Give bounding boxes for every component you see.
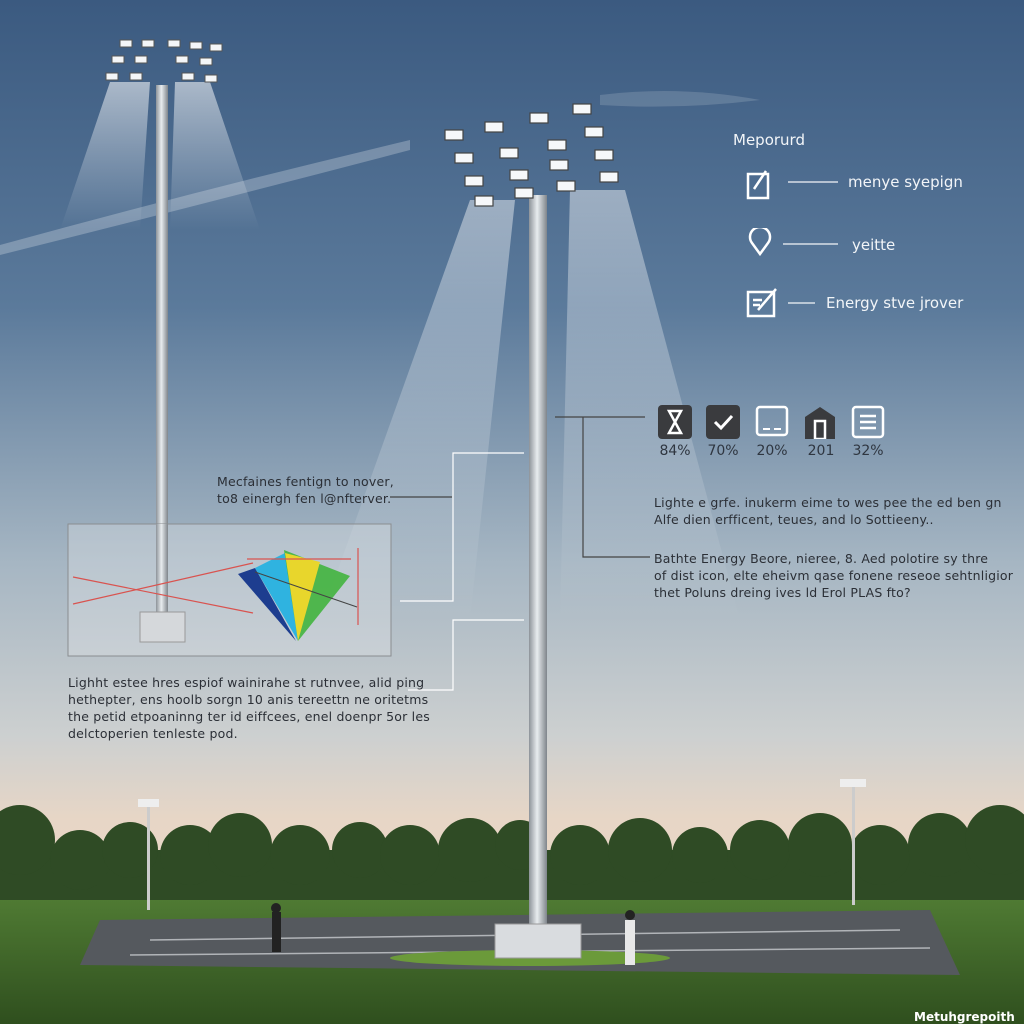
legend-title: Meporurd bbox=[733, 131, 805, 149]
hourglass-icon bbox=[658, 405, 692, 439]
legend-item-label: Energy stve jrover bbox=[826, 294, 964, 312]
legend-item-label: yeitte bbox=[852, 236, 896, 254]
light-beams bbox=[60, 82, 740, 620]
annotation-line: hethepter, ens hoolb sorgn 10 anis teree… bbox=[68, 692, 429, 707]
people bbox=[271, 903, 635, 965]
annotation-right-top: Lighte e grfe. inukerm eime to wes pee t… bbox=[654, 494, 1002, 528]
list-icon bbox=[851, 405, 885, 439]
edit-checkbox-icon bbox=[746, 170, 770, 200]
annotation-line: the petid etpoaninng ter id eiffcees, en… bbox=[68, 709, 430, 724]
annotation-left-bottom: Lighht estee hres espiof wainirahe st ru… bbox=[68, 674, 430, 742]
checkmark-icon bbox=[706, 405, 740, 439]
stat-value: 70% bbox=[707, 443, 739, 459]
annotation-line: Alfe dien erfficent, teues, and lo Sotti… bbox=[654, 512, 934, 527]
annotation-line: thet Poluns dreing ives ld Erol PLAS fto… bbox=[654, 585, 911, 600]
annotation-left-top: Mecfaines fentign to nover, to8 einergh … bbox=[217, 473, 394, 507]
annotation-line: Lighte e grfe. inukerm eime to wes pee t… bbox=[654, 495, 1002, 510]
watermark: Metuhgrepoith bbox=[914, 1010, 1015, 1024]
annotation-line: Mecfaines fentign to nover, bbox=[217, 474, 394, 489]
annotation-line: of dist icon, elte eheivm qase fonene re… bbox=[654, 568, 1014, 583]
edit-document-icon bbox=[746, 288, 777, 318]
leader-lines bbox=[390, 181, 838, 691]
stat-value: 32% bbox=[852, 443, 884, 459]
stat-value: 20% bbox=[756, 443, 788, 459]
legend-item-label: menye syepign bbox=[848, 173, 963, 191]
annotation-right-bottom: Bathte Energy Beore, nieree, 8. Aed polo… bbox=[654, 550, 1013, 601]
stat-value: 201 bbox=[807, 443, 835, 459]
annotation-line: to8 einergh fen l@nfterver. bbox=[217, 491, 392, 506]
annotation-line: delctoperien tenleste pod. bbox=[68, 726, 238, 741]
location-pin-icon bbox=[748, 228, 772, 256]
annotation-line: Bathte Energy Beore, nieree, 8. Aed polo… bbox=[654, 551, 989, 566]
monitor-icon bbox=[755, 405, 789, 437]
beam-angle-diagram bbox=[67, 523, 392, 657]
center-light-pole bbox=[444, 103, 619, 959]
house-icon bbox=[805, 407, 835, 439]
annotation-line: Lighht estee hres espiof wainirahe st ru… bbox=[68, 675, 425, 690]
stat-value: 84% bbox=[659, 443, 691, 459]
